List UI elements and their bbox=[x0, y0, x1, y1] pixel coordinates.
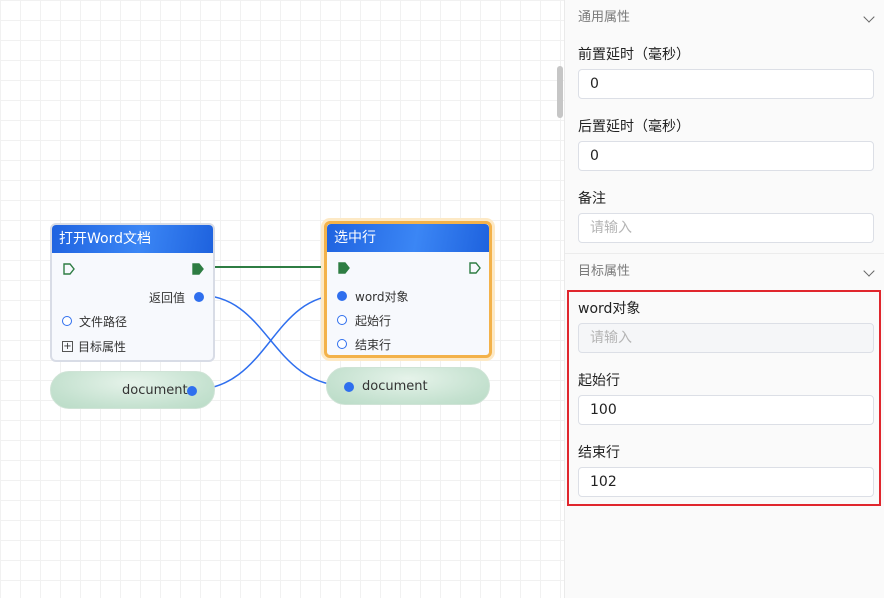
start-row-field-label: 起始行 bbox=[578, 373, 620, 389]
variable-label: document bbox=[362, 379, 428, 394]
flow-in-port-icon[interactable] bbox=[62, 262, 76, 276]
flow-in-port-icon[interactable] bbox=[337, 261, 351, 275]
return-value-label: 返回值 bbox=[149, 291, 186, 305]
flow-out-port-icon[interactable] bbox=[191, 262, 205, 276]
post-delay-label: 后置延时（毫秒） bbox=[578, 119, 690, 135]
expand-target-attr-icon[interactable]: + bbox=[62, 341, 73, 352]
node-select-rows[interactable]: 选中行 word对象 起始行 结束行 bbox=[324, 221, 492, 358]
file-path-label: 文件路径 bbox=[79, 315, 128, 329]
target-attr-label[interactable]: 目标属性 bbox=[78, 340, 127, 354]
data-wire-document-to-word-object[interactable] bbox=[190, 294, 343, 391]
start-row-port[interactable] bbox=[337, 315, 347, 325]
file-path-port[interactable] bbox=[62, 316, 72, 326]
note-label: 备注 bbox=[578, 191, 606, 207]
return-value-port[interactable] bbox=[194, 292, 204, 302]
variable-output-port[interactable] bbox=[187, 386, 197, 396]
node-open-word[interactable]: 打开Word文档 返回值 文件路径 + 目标属性 bbox=[50, 223, 215, 362]
node-open-word-title: 打开Word文档 bbox=[52, 225, 213, 253]
general-section-title: 通用属性 bbox=[578, 10, 631, 25]
end-row-port[interactable] bbox=[337, 339, 347, 349]
connection-layer bbox=[190, 266, 349, 391]
word-object-port[interactable] bbox=[337, 291, 347, 301]
target-section-header[interactable]: 目标属性 bbox=[565, 254, 884, 290]
end-row-label: 结束行 bbox=[355, 338, 392, 352]
chevron-down-icon[interactable] bbox=[863, 11, 875, 23]
word-object-input[interactable] bbox=[578, 323, 874, 353]
general-section-header[interactable]: 通用属性 bbox=[565, 0, 884, 36]
post-delay-input[interactable] bbox=[578, 141, 874, 171]
canvas-scrollbar[interactable] bbox=[557, 66, 563, 118]
chevron-down-icon[interactable] bbox=[863, 265, 875, 277]
target-section-title: 目标属性 bbox=[578, 264, 631, 279]
variable-document-right[interactable]: document bbox=[326, 367, 490, 405]
word-object-label: word对象 bbox=[355, 290, 409, 304]
end-row-field-label: 结束行 bbox=[578, 445, 620, 461]
pre-delay-input[interactable] bbox=[578, 69, 874, 99]
variable-label: document bbox=[122, 383, 188, 398]
highlight-box bbox=[567, 290, 881, 506]
workflow-canvas[interactable]: 打开Word文档 返回值 文件路径 + 目标属性 选中行 word对象 起始行 … bbox=[0, 0, 564, 598]
node-select-rows-title: 选中行 bbox=[327, 224, 489, 252]
word-object-field-label: word对象 bbox=[578, 301, 641, 317]
start-row-input[interactable] bbox=[578, 395, 874, 425]
property-panel: 通用属性 前置延时（毫秒） 后置延时（毫秒） 备注 目标属性 word对象 起始… bbox=[564, 0, 884, 598]
section-divider bbox=[565, 253, 884, 254]
end-row-input[interactable] bbox=[578, 467, 874, 497]
start-row-label: 起始行 bbox=[355, 314, 392, 328]
pre-delay-label: 前置延时（毫秒） bbox=[578, 47, 690, 63]
flow-out-port-icon[interactable] bbox=[468, 261, 482, 275]
note-input[interactable] bbox=[578, 213, 874, 243]
variable-document-left[interactable]: document bbox=[50, 371, 215, 409]
variable-input-port[interactable] bbox=[344, 382, 354, 392]
